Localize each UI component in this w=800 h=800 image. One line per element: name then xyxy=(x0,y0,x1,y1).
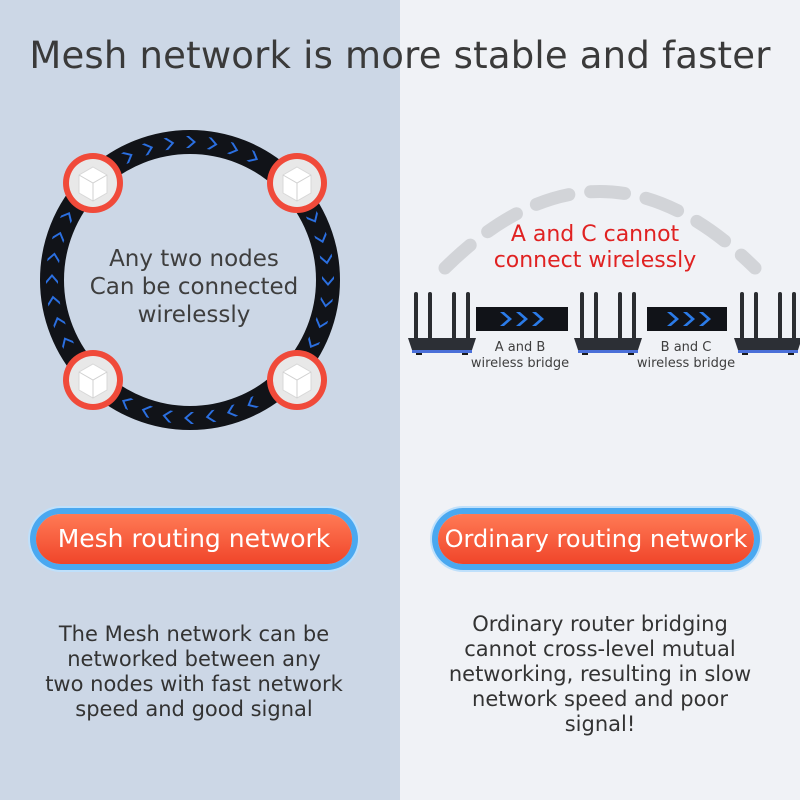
mesh-node-icon xyxy=(267,350,327,410)
bridge-bc xyxy=(647,307,727,331)
chevron xyxy=(184,412,194,424)
bridge-bc-label: B and C wireless bridge xyxy=(636,340,736,371)
blocked-arc xyxy=(438,185,762,275)
page-title: Mesh network is more stable and faster xyxy=(29,34,771,77)
chevron xyxy=(308,336,321,349)
bridge-arrows xyxy=(667,312,711,326)
chevron xyxy=(320,296,333,308)
bridge-ab xyxy=(476,307,568,331)
ring-band xyxy=(40,130,340,430)
mesh-ring-caption: Any two nodes Can be connected wirelessl… xyxy=(89,246,299,328)
chevron xyxy=(47,252,60,264)
chevron xyxy=(46,274,58,284)
chevron xyxy=(141,143,154,156)
router-icon xyxy=(574,292,642,355)
bridge-ab-label: A and B wireless bridge xyxy=(470,340,570,371)
chevron xyxy=(141,405,154,419)
chevron xyxy=(205,409,217,423)
chevron xyxy=(62,337,75,349)
bridge-arrows xyxy=(500,312,544,326)
mesh-node-icon xyxy=(267,153,327,213)
mesh-nodes xyxy=(63,153,327,410)
chevron xyxy=(305,211,318,223)
signal-chevrons xyxy=(46,136,334,424)
ordinary-panel xyxy=(400,0,800,800)
router-icon xyxy=(734,292,800,355)
mesh-node-icon xyxy=(63,350,123,410)
chevron xyxy=(53,316,66,329)
routers xyxy=(408,292,800,355)
chevron xyxy=(226,404,239,417)
chevron xyxy=(246,149,259,162)
chevron xyxy=(247,395,259,408)
bridge-bar xyxy=(647,307,727,331)
bridge-bar xyxy=(476,307,568,331)
chevron xyxy=(59,211,72,224)
chevron xyxy=(186,136,196,148)
warning-caption: A and C cannot connect wirelessly xyxy=(493,222,697,273)
router-icon xyxy=(408,292,476,355)
chevron xyxy=(47,295,61,307)
chevron xyxy=(314,231,327,244)
chevron xyxy=(51,231,65,244)
chevron xyxy=(315,316,329,329)
chevron xyxy=(319,253,333,265)
ordinary-description: Ordinary router bridging cannot cross-le… xyxy=(448,612,752,736)
chevron xyxy=(322,276,334,286)
chevron xyxy=(121,398,134,411)
chevron xyxy=(226,141,239,155)
mesh-node-icon xyxy=(63,153,123,213)
mesh-network-badge: Mesh routing network xyxy=(36,514,352,564)
chevron xyxy=(163,137,175,151)
mesh-description: The Mesh network can be networked betwee… xyxy=(45,622,343,721)
ordinary-network-badge: Ordinary routing network xyxy=(438,514,754,564)
chevron xyxy=(206,137,218,150)
chevron xyxy=(121,152,133,165)
mesh-ring xyxy=(40,130,340,430)
chevron xyxy=(162,410,174,423)
